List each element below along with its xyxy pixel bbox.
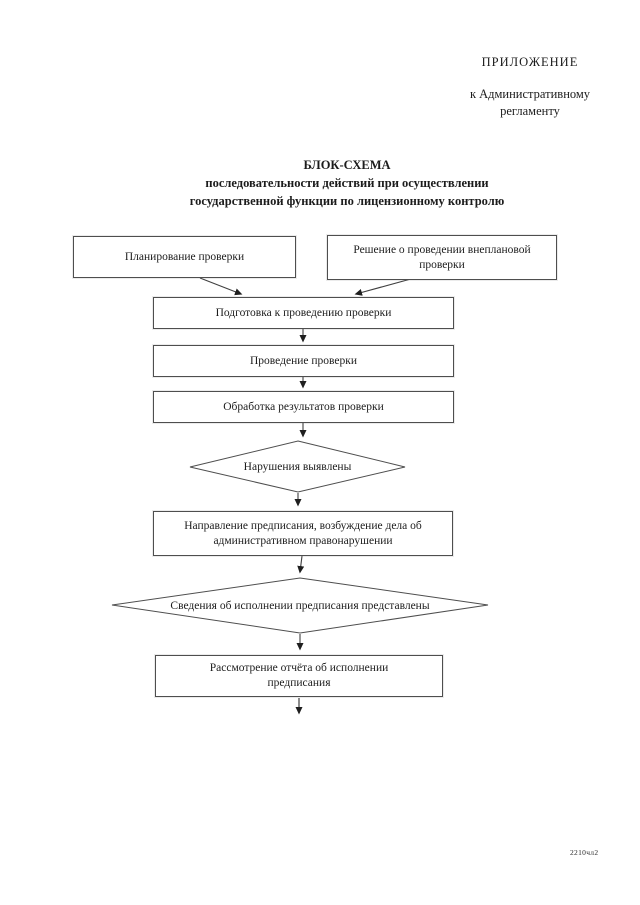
title-line1: БЛОК-СХЕМА (303, 158, 391, 172)
node-conducting: Проведение проверки (153, 345, 454, 377)
node-preparation-label: Подготовка к проведению проверки (215, 306, 392, 319)
diamond-execution-info (111, 577, 489, 634)
annex-to-line2: регламенту (500, 104, 560, 118)
node-processing-results-label: Обработка результатов проверки (223, 400, 384, 413)
node-directive: Направление предписания, возбуждение дел… (153, 511, 453, 556)
footer-code: 2210чл2 (570, 848, 599, 857)
annex-block: ПРИЛОЖЕНИЕ к Административному регламент… (440, 54, 620, 120)
edge-directive-executioninfo (297, 555, 305, 574)
node-unscheduled-decision-label: Решение о проведении внеплановой проверк… (353, 243, 531, 271)
node-violations-found-label: Нарушения выявлены (243, 460, 352, 473)
title-line3: государственной функции по лицензионному… (189, 194, 505, 208)
annex-to-line1: к Административному (469, 87, 591, 101)
edge-planning-preparation (199, 277, 243, 296)
node-planning: Планирование проверки (73, 236, 296, 278)
node-preparation: Подготовка к проведению проверки (153, 297, 454, 329)
title-line2: последовательности действий при осуществ… (205, 176, 489, 190)
node-conducting-label: Проведение проверки (250, 354, 357, 367)
node-execution-info-label: Сведения об исполнении предписания предс… (170, 599, 430, 612)
node-violations-found: Нарушения выявлены (190, 441, 405, 492)
node-execution-info: Сведения об исполнении предписания предс… (112, 578, 488, 633)
node-processing-results: Обработка результатов проверки (153, 391, 454, 423)
annex-title: ПРИЛОЖЕНИЕ (481, 55, 579, 69)
page-title: БЛОК-СХЕМА последовательности действий п… (167, 156, 527, 210)
node-planning-label: Планирование проверки (124, 250, 245, 263)
node-directive-label: Направление предписания, возбуждение дел… (184, 519, 422, 547)
diamond-violations-found (189, 440, 406, 493)
node-report-review: Рассмотрение отчёта об исполнении предпи… (155, 655, 443, 697)
node-report-review-label: Рассмотрение отчёта об исполнении предпи… (209, 662, 389, 689)
node-unscheduled-decision: Решение о проведении внеплановой проверк… (327, 235, 557, 280)
